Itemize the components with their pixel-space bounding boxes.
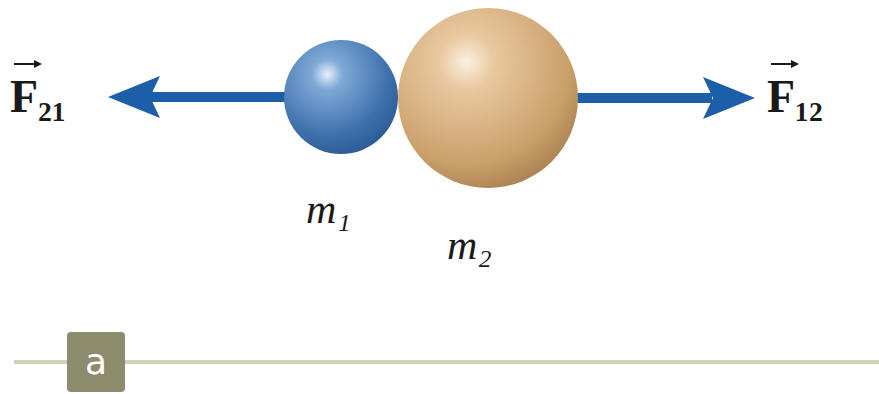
- mass-label: m₂: [447, 224, 492, 266]
- force-arrow-shaft: [572, 93, 712, 103]
- large-ball: [398, 8, 578, 188]
- rule-line: [14, 360, 879, 364]
- force-label: F₁₂: [767, 74, 823, 120]
- vector-arrow: [14, 60, 42, 68]
- force-arrow-head: [703, 77, 755, 119]
- small-ball: [284, 40, 398, 154]
- panel-tag: a: [85, 344, 107, 380]
- vector-arrow: [771, 60, 799, 68]
- panel-tag-box: [67, 332, 125, 392]
- mass-label: m₁: [306, 188, 351, 230]
- force-arrow-shaft: [150, 92, 290, 102]
- force-label: F₂₁: [10, 74, 66, 120]
- force-arrow-head: [108, 76, 160, 118]
